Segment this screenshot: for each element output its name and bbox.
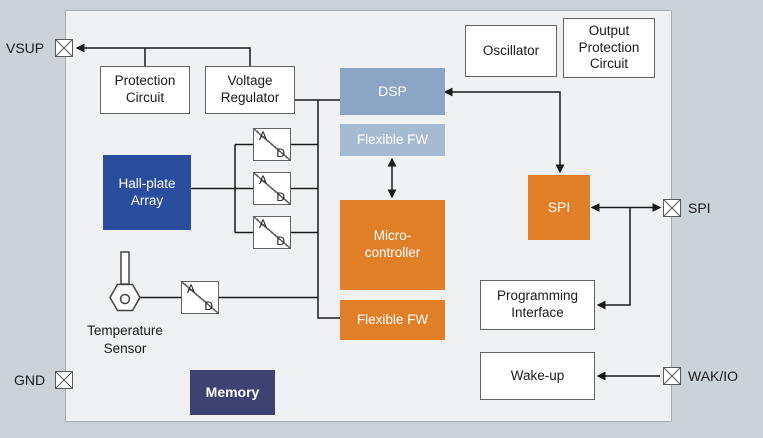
pin-label-gnd: GND xyxy=(14,372,46,388)
block-hall-plate-array: Hall-plate Array xyxy=(103,155,191,230)
adc-d-label: D xyxy=(204,299,213,313)
adc-converter-2: A D xyxy=(253,172,291,205)
pin-spi-icon xyxy=(663,199,681,217)
block-output-protection-circuit: Output Protection Circuit xyxy=(563,18,655,78)
adc-converter-1: A D xyxy=(253,128,291,161)
block-programming-interface: Programming Interface xyxy=(480,280,595,330)
block-oscillator: Oscillator xyxy=(465,25,557,77)
adc-a-label: A xyxy=(259,173,268,187)
adc-converter-3: A D xyxy=(253,216,291,249)
temperature-sensor-label: Temperature Sensor xyxy=(87,323,163,356)
pin-wakio-icon xyxy=(663,367,681,385)
pin-vsup-icon xyxy=(55,39,73,57)
block-flexible-fw-dsp: Flexible FW xyxy=(340,124,445,156)
adc-a-label: A xyxy=(259,129,268,143)
pin-label-spi: SPI xyxy=(688,200,711,216)
adc-a-label: A xyxy=(187,282,196,296)
temperature-sensor-icon xyxy=(109,251,141,312)
block-wake-up: Wake-up xyxy=(480,352,595,400)
block-protection-circuit: Protection Circuit xyxy=(100,66,190,114)
block-dsp: DSP xyxy=(340,68,445,115)
block-spi: SPI xyxy=(528,175,590,240)
pin-gnd-icon xyxy=(55,371,73,389)
block-flexible-fw-mcu: Flexible FW xyxy=(340,300,445,340)
adc-d-label: D xyxy=(276,146,285,160)
block-memory: Memory xyxy=(190,370,275,415)
block-microcontroller: Micro- controller xyxy=(340,200,445,290)
adc-d-label: D xyxy=(276,190,285,204)
pin-label-vsup: VSUP xyxy=(6,40,45,56)
pin-label-wakio: WAK/IO xyxy=(688,368,739,384)
adc-d-label: D xyxy=(276,234,285,248)
block-voltage-regulator: Voltage Regulator xyxy=(205,66,295,114)
adc-a-label: A xyxy=(259,217,268,231)
adc-converter-temperature: A D xyxy=(181,281,219,314)
